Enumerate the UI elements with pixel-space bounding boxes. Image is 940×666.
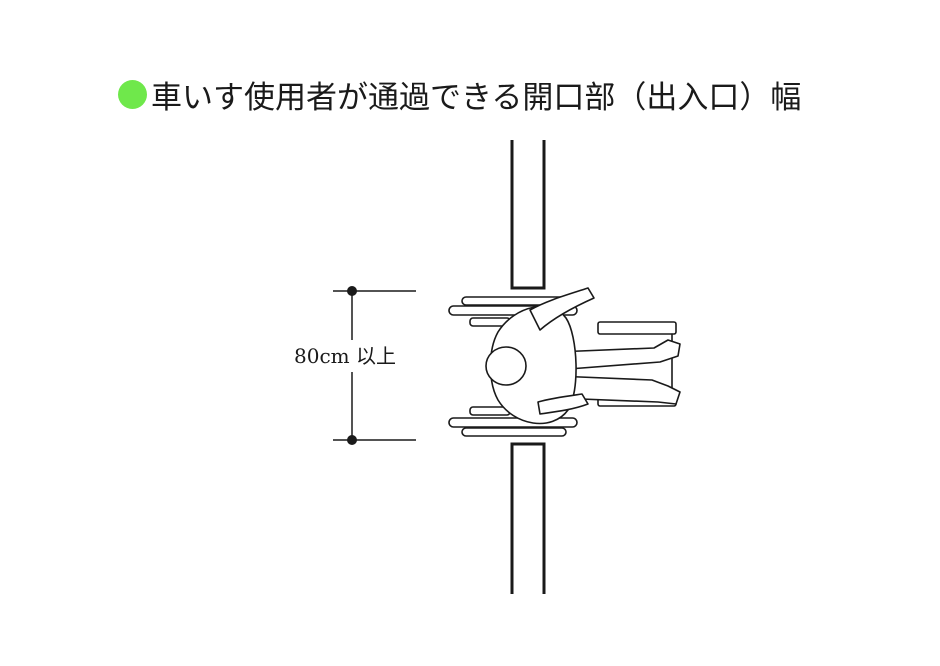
dimension-dot-top bbox=[347, 286, 357, 296]
title-text: 車いす使用者が通過できる開口部（出入口）幅 bbox=[151, 79, 802, 116]
upper-wall bbox=[510, 140, 546, 290]
user-arm-top bbox=[529, 287, 595, 331]
dimension-dot-bottom bbox=[347, 435, 357, 445]
wheelchair-user-icon bbox=[448, 287, 681, 437]
lower-wall bbox=[510, 442, 546, 594]
user-arm-bottom bbox=[537, 393, 589, 415]
user-legs bbox=[555, 339, 681, 405]
green-bullet-icon bbox=[118, 79, 147, 109]
width-dimension: 80cm 以上 bbox=[294, 286, 416, 445]
dimension-label: 80cm 以上 bbox=[294, 344, 396, 368]
wheelchair-wheel-top bbox=[448, 296, 578, 327]
diagram-title: 車いす使用者が通過できる開口部（出入口）幅 bbox=[118, 72, 801, 116]
user-head bbox=[485, 346, 527, 386]
